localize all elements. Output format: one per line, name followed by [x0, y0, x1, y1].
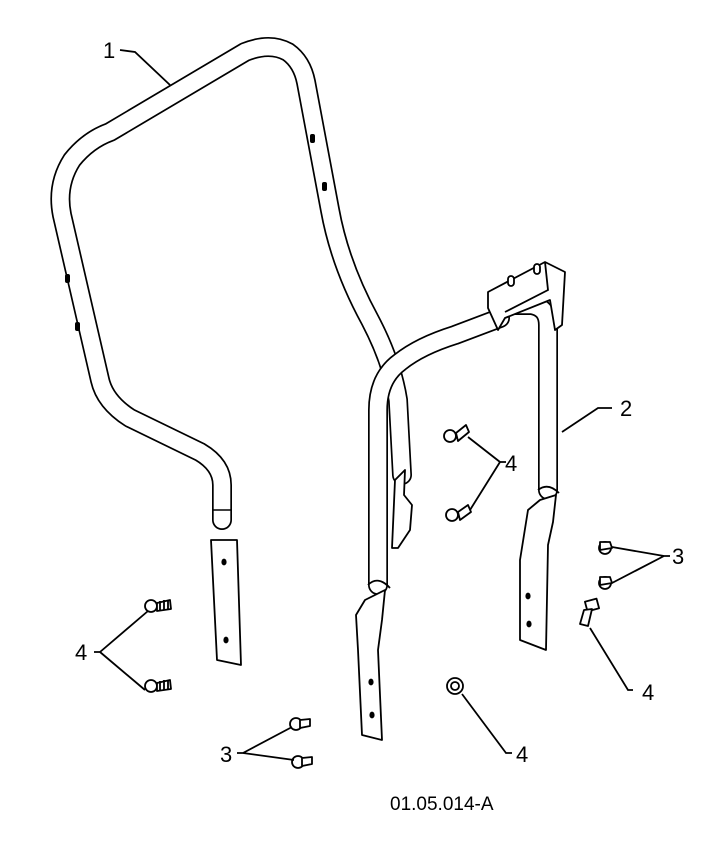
bolt-right [579, 597, 600, 627]
callout-part-4-center-lower: 4 [516, 742, 528, 767]
callout-part-1: 1 [103, 38, 115, 63]
callout-part-4-left: 4 [75, 640, 87, 665]
nut-left-lower [291, 755, 313, 769]
callout-part-2: 2 [620, 396, 632, 421]
callout-part-4-right: 4 [642, 680, 654, 705]
callout-part-3-left: 3 [220, 742, 232, 767]
frame-part-2 [355, 261, 566, 741]
bolt-left-upper [144, 599, 172, 613]
nut-right-upper [598, 541, 613, 555]
bolt-center-upper [443, 424, 470, 443]
bolt-left-lower [144, 679, 172, 693]
figure-id: 01.05.014-A [390, 794, 494, 815]
frame-part-1 [50, 37, 413, 666]
callout-part-3-right: 3 [672, 544, 684, 569]
bolt-center-bottom [446, 677, 464, 695]
leader-lines [94, 49, 670, 761]
callout-part-4-center-upper: 4 [505, 451, 517, 476]
nut-left-upper [289, 717, 311, 731]
nut-right-lower [598, 576, 613, 590]
bolt-center-lower [445, 504, 472, 522]
